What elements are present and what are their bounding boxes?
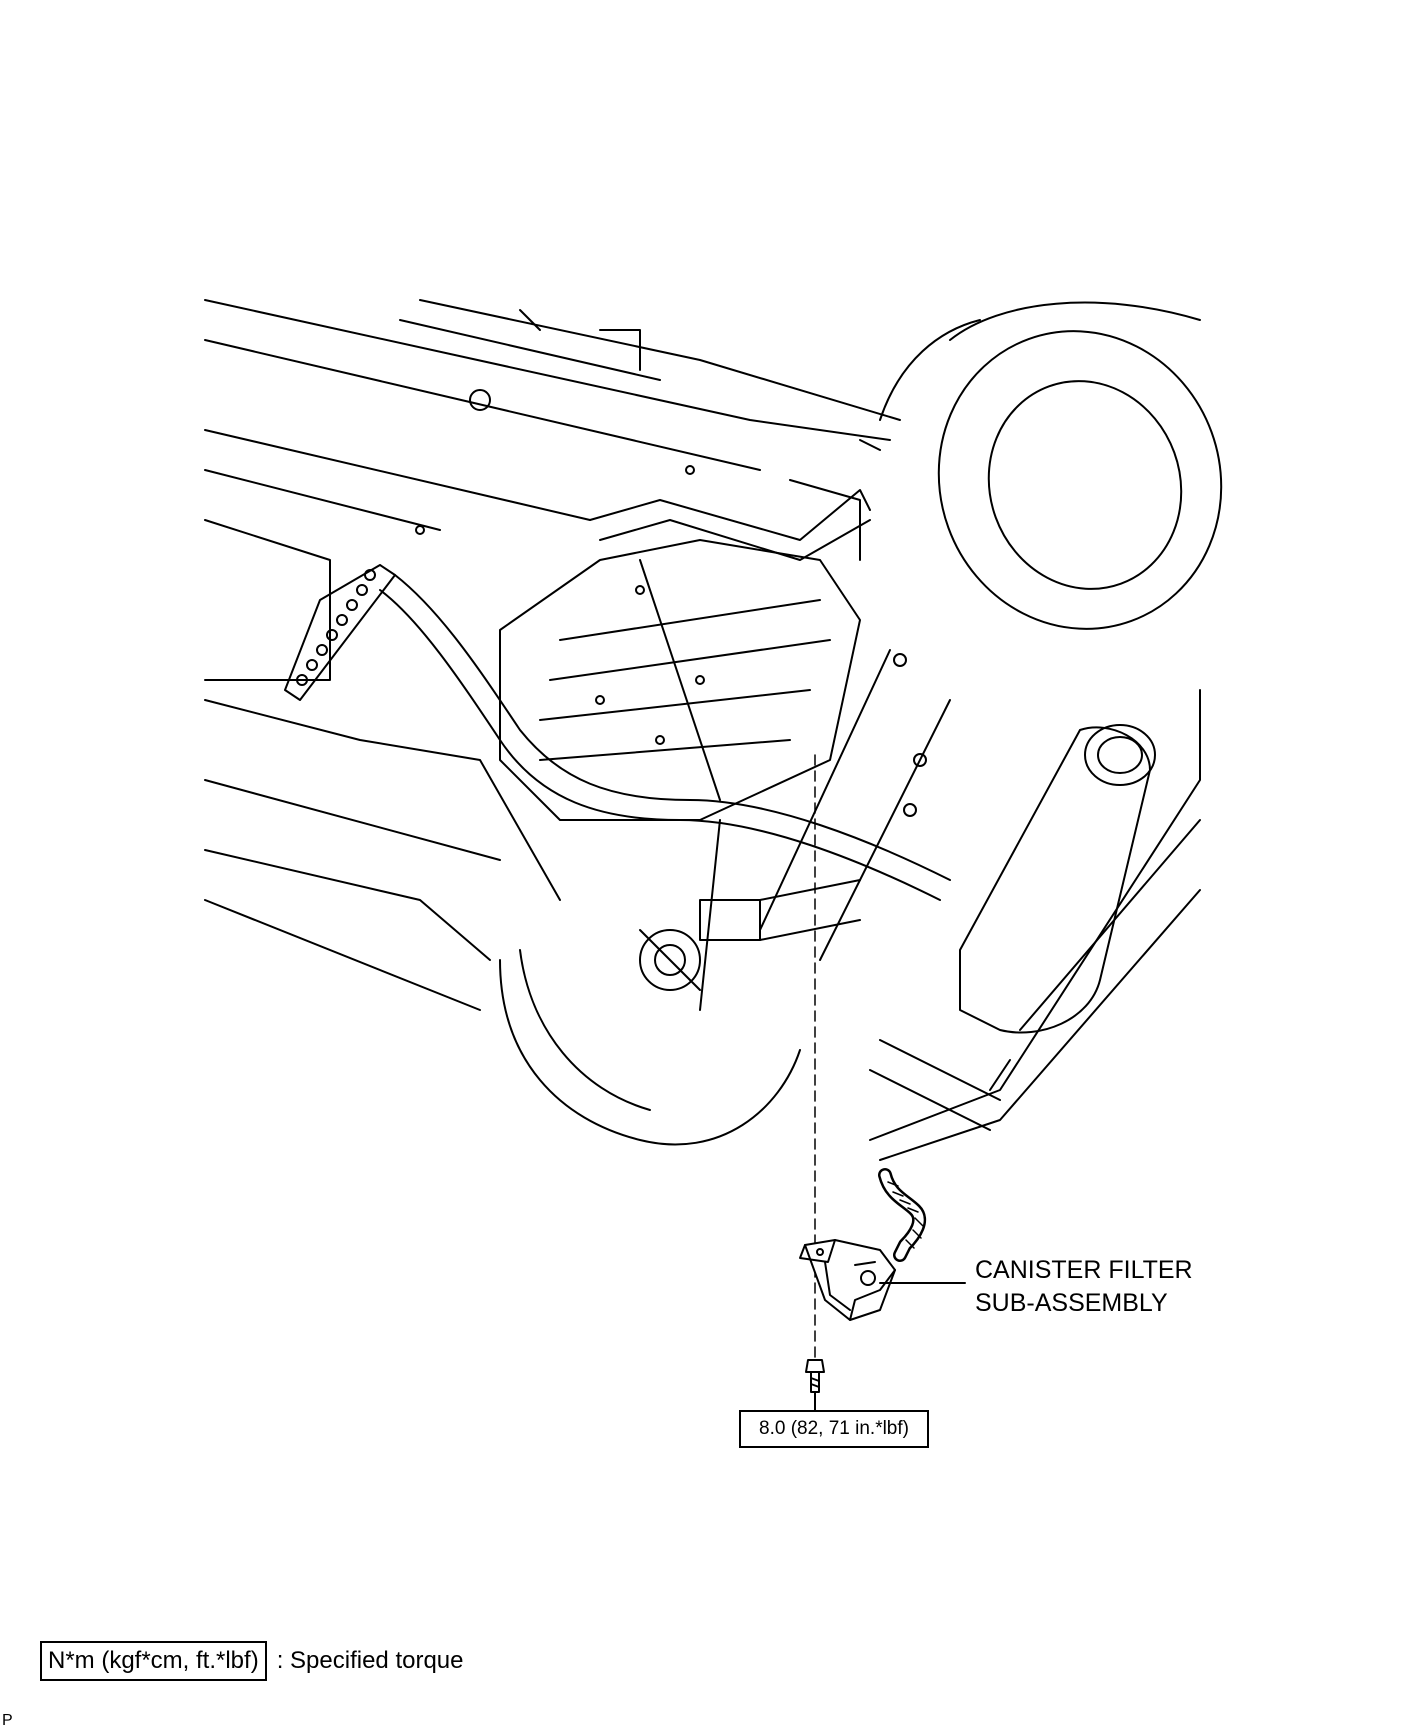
vehicle-underbody-icon	[204, 299, 1223, 1161]
part-label-line1: CANISTER FILTER	[975, 1256, 1193, 1284]
figure-code: P	[2, 1712, 13, 1729]
bolt-icon	[805, 1359, 825, 1393]
torque-value-box: 8.0 (82, 71 in.*lbf)	[739, 1410, 929, 1448]
part-label-line2: SUB-ASSEMBLY	[975, 1289, 1168, 1317]
vent-hose-icon	[878, 1168, 927, 1262]
part-label: CANISTER FILTER SUB-ASSEMBLY	[975, 1254, 1193, 1320]
legend-units-box: N*m (kgf*cm, ft.*lbf)	[40, 1641, 267, 1681]
canister-filter-icon	[799, 1239, 896, 1321]
torque-legend: N*m (kgf*cm, ft.*lbf) : Specified torque	[40, 1641, 464, 1681]
legend-description: : Specified torque	[276, 1647, 464, 1674]
